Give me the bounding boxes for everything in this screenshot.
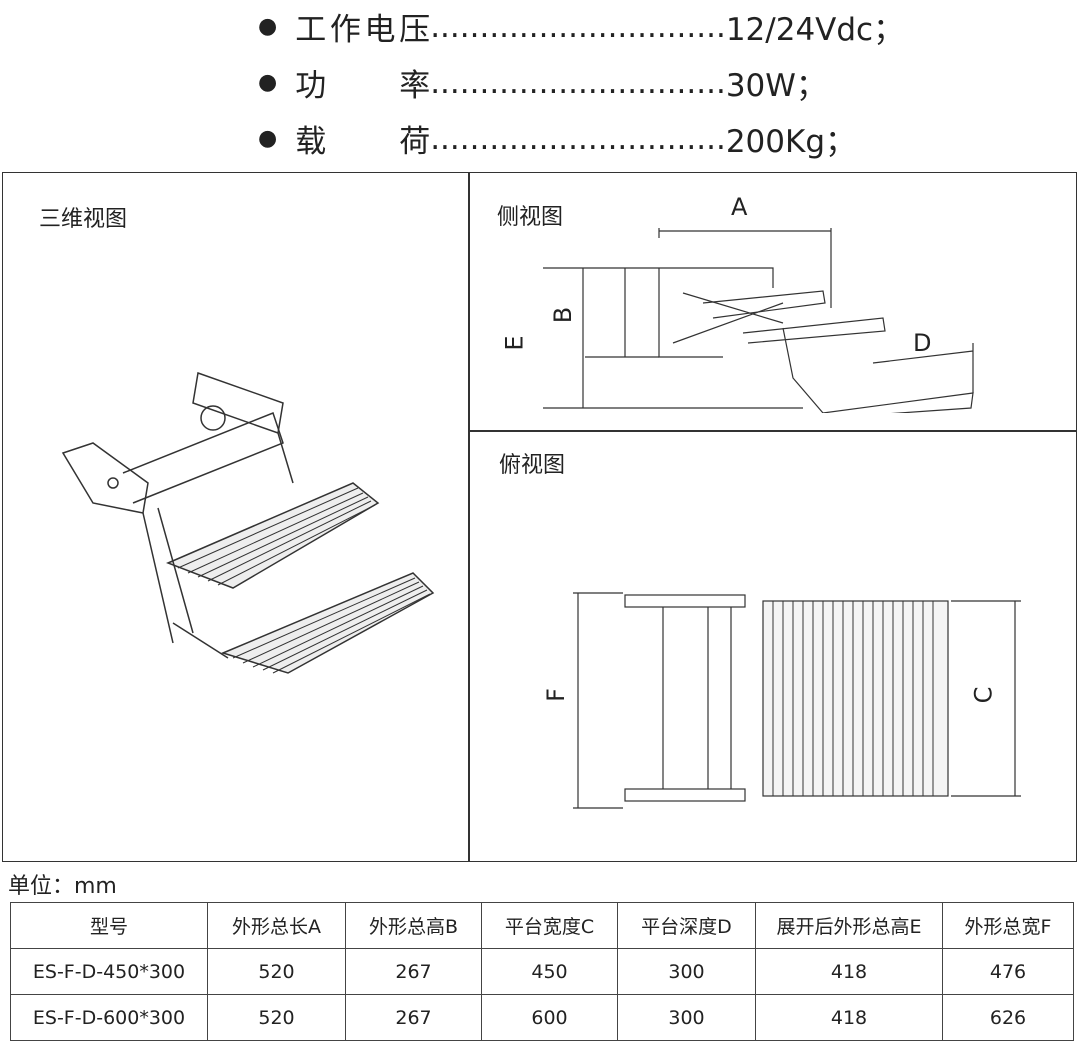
spec-voltage: ●工作电压..............................12/24… [258,8,905,49]
table-header-row: 型号 外形总长A 外形总高B 平台宽度C 平台深度D 展开后外形总高E 外形总宽… [10,902,1074,949]
cell: 600 [481,994,618,1041]
cell: 520 [207,994,346,1041]
dim-label-d: D [913,329,932,357]
header-cell: 外形总宽F [942,902,1074,949]
drawing-frame: 三维视图 侧视图 俯视图 A B E D F C [2,172,1077,862]
dim-label-c: C [969,686,998,704]
dim-label-f: F [541,688,570,702]
header-cell: 平台深度D [617,902,756,949]
cell: 626 [942,994,1074,1041]
top-view-title: 俯视图 [499,453,566,478]
iso-view-title: 三维视图 [39,207,128,232]
cell: 267 [345,948,482,995]
cell: 267 [345,994,482,1041]
spec-load: ●载荷..............................200Kg； [258,120,857,161]
cell: 300 [617,948,756,995]
side-view-drawing [543,228,974,413]
dim-label-e: E [500,335,529,351]
unit-label: 单位：mm [8,874,117,899]
cell: 520 [207,948,346,995]
header-cell: 外形总高B [345,902,482,949]
cell: 450 [481,948,618,995]
cell: 300 [617,994,756,1041]
cell: ES-F-D-450*300 [10,948,208,995]
iso-view-drawing [61,371,435,674]
header-cell: 平台宽度C [481,902,618,949]
cell: 418 [755,948,943,995]
cell: 418 [755,994,943,1041]
spec-power: ●功率..............................30W； [258,64,827,105]
dim-label-b: B [549,306,578,324]
side-view-title: 侧视图 [497,205,564,230]
cell: 476 [942,948,1074,995]
dim-label-a: A [731,193,748,221]
header-cell: 外形总长A [207,902,346,949]
spec-table: 型号 外形总长A 外形总高B 平台宽度C 平台深度D 展开后外形总高E 外形总宽… [10,902,1074,1041]
top-view-drawing [573,592,1021,809]
header-cell: 展开后外形总高E [755,902,943,949]
cell: ES-F-D-600*300 [10,994,208,1041]
divider [468,430,1076,432]
divider [468,173,470,861]
header-cell: 型号 [10,902,208,949]
